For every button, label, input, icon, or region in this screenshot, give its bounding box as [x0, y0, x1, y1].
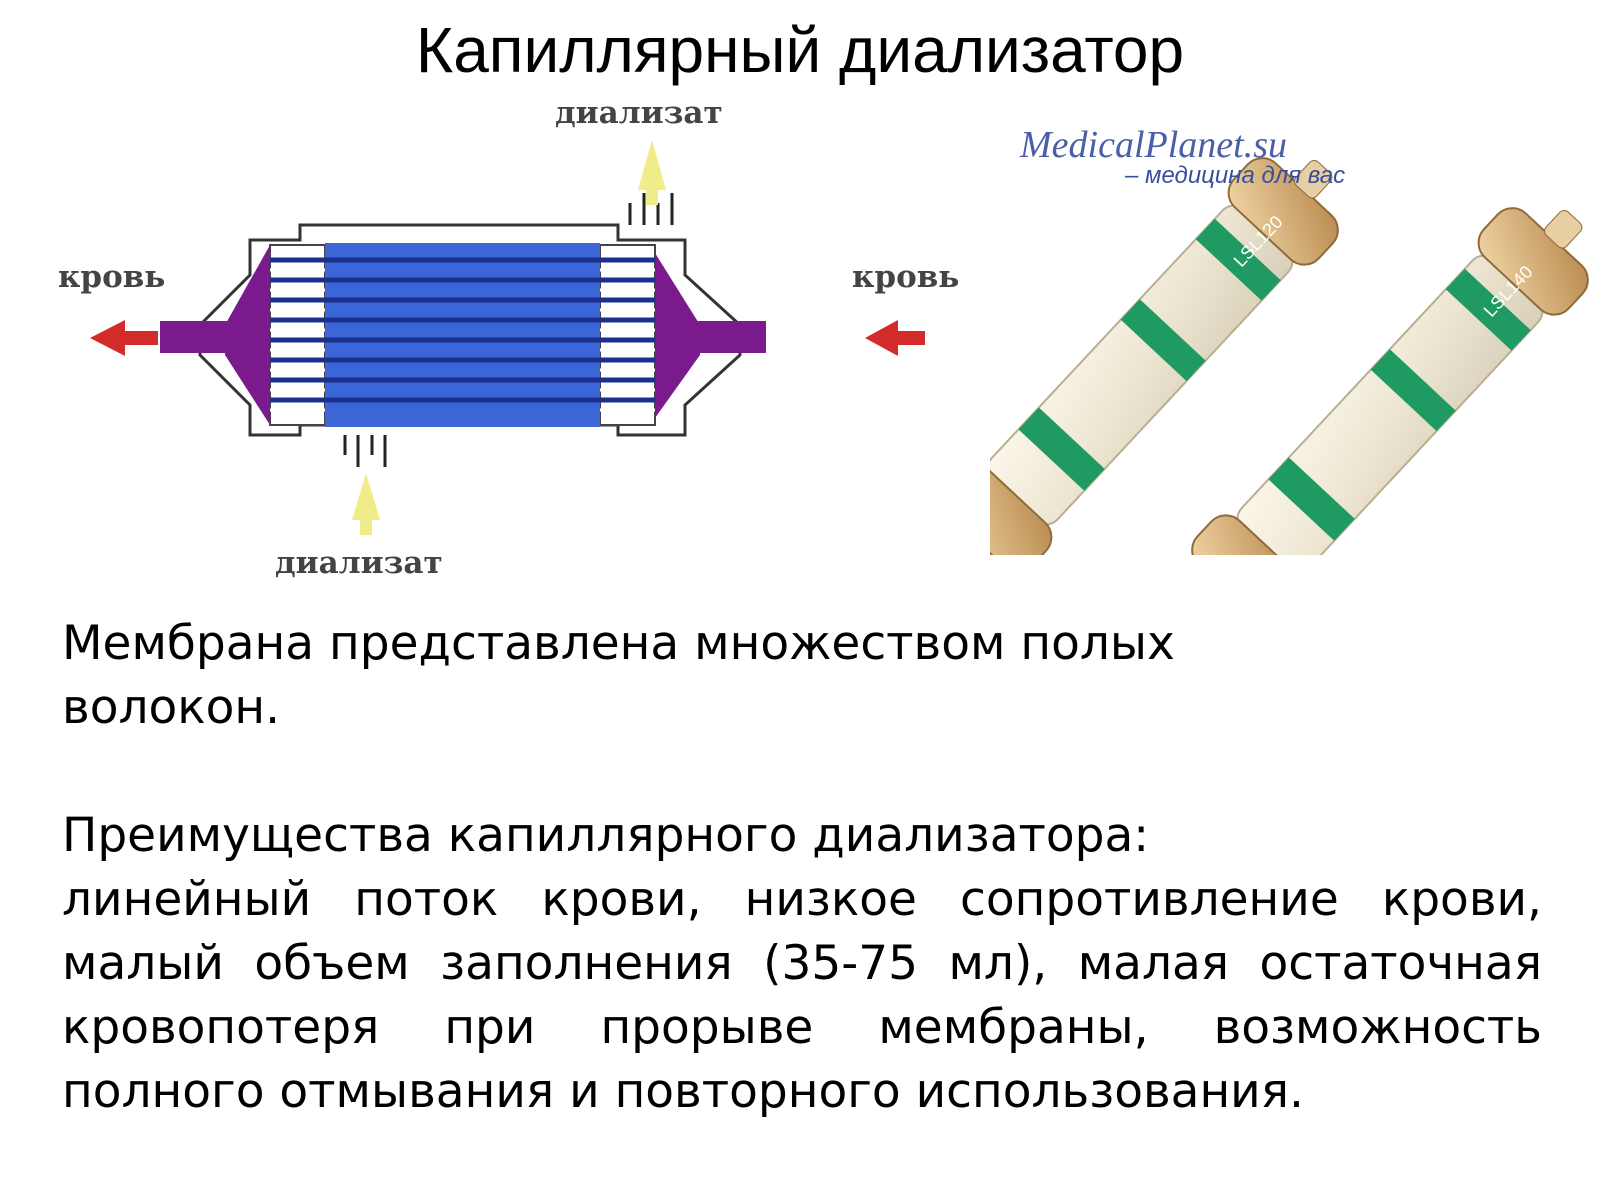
dialysate-arrow-up-in — [352, 473, 380, 535]
dialyzer-cartridge-right: LSL140 — [1191, 207, 1589, 555]
advantages-text: линейный поток крови, низкое сопротивлен… — [62, 872, 1542, 1119]
end-cap-left — [269, 244, 326, 426]
watermark-subtitle: – медицина для вас — [1124, 162, 1345, 189]
end-cap-right — [599, 244, 656, 426]
label-dialysate-in: диализат — [275, 545, 443, 581]
watermark-title: MedicalPlanet.su — [1019, 124, 1287, 166]
blood-cone-right — [650, 245, 700, 425]
label-blood-right: кровь — [852, 259, 959, 295]
fiber-bundle — [325, 243, 600, 427]
dialysate-arrow-up — [638, 140, 666, 205]
advantages-heading: Преимущества капиллярного диализатора: — [62, 808, 1150, 863]
slide-body: Мембрана представлена множеством полых в… — [62, 612, 1542, 1124]
blood-arrow-in-right — [865, 320, 925, 356]
label-blood-left: кровь — [58, 259, 165, 295]
dialysate-port-bottom — [343, 435, 387, 467]
dialyzer-photo-svg: LSL120 LSL140 MedicalPlanet.su – медицин… — [990, 124, 1589, 555]
dialyzer-diagram: диализат диализат кровь кровь — [40, 95, 980, 600]
blood-cone-left — [225, 245, 270, 425]
dialyzer-diagram-svg: диализат диализат кровь кровь — [58, 95, 959, 581]
page-title: Капиллярный диализатор — [415, 14, 1185, 86]
dialysate-port-top — [628, 193, 674, 225]
membrane-paragraph: Мембрана представлена множеством полых в… — [62, 616, 1175, 735]
hollow-fibers — [270, 257, 655, 403]
label-dialysate-out: диализат — [555, 95, 723, 131]
dialyzer-cartridge-left: LSL120 — [990, 157, 1339, 555]
blood-port-left — [160, 321, 228, 353]
blood-arrow-out-left — [90, 320, 158, 356]
dialyzer-photo: LSL120 LSL140 MedicalPlanet.su – медицин… — [990, 115, 1600, 555]
blood-port-right — [698, 321, 766, 353]
